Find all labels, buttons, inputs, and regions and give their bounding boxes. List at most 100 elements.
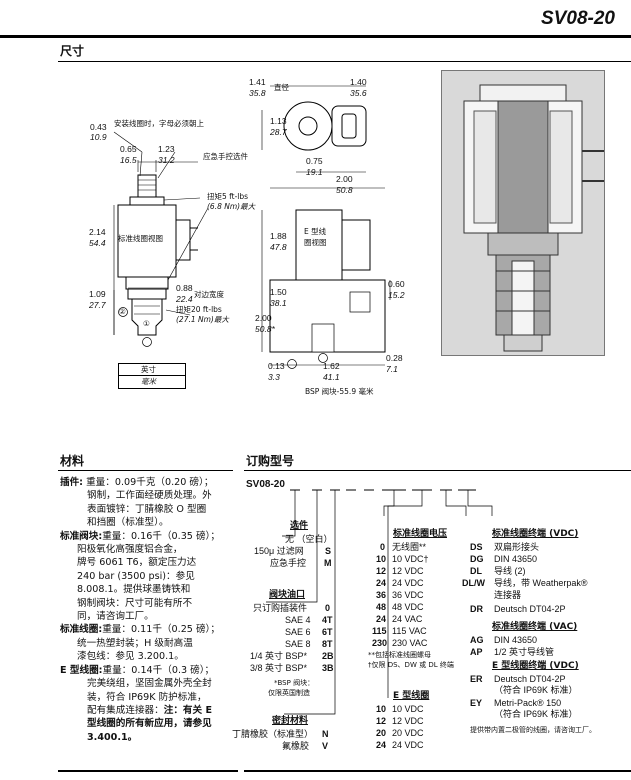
port-cartridge-label: 只订购插装件 — [253, 603, 308, 613]
term-label: DIN 43650 — [494, 554, 538, 564]
torque-5-nm: (6.8 Nm)最大 — [207, 202, 256, 211]
dim-060-in: 0.60 — [388, 279, 405, 289]
voltage-code: 24 — [376, 578, 387, 588]
bsp-block-note: BSP 阀块-55.9 毫米 — [305, 387, 374, 396]
cross-section-svg — [463, 84, 604, 352]
voltage-label: 115 VAC — [392, 626, 427, 636]
material-note: 型线圈的所有新应用，请参见 — [87, 718, 212, 730]
term-code: AP — [470, 647, 483, 657]
port-bsp14-code: 2B — [322, 651, 334, 661]
dim-140-mm: 35.6 — [350, 88, 367, 98]
material-text: 统一热塑封装；H 级耐高温 — [77, 637, 193, 649]
material-text: 同，请咨询工厂。 — [77, 611, 154, 623]
option-manual-code: M — [324, 558, 332, 568]
dim-060-mm: 15.2 — [388, 290, 405, 300]
material-text: 牌号 6061 T6，额定压力达 — [77, 557, 197, 569]
dim-200-mm: 50.8 — [336, 185, 353, 195]
coil-views-drawing — [240, 70, 420, 400]
coil-views-svg — [261, 85, 391, 369]
materials-bottom-rule — [58, 770, 238, 772]
term-label: Deutsch DT04-2P — [494, 604, 566, 614]
material-label-e-coil: E 型线圈: — [60, 664, 103, 676]
diode-note: 提供带内置二极管的线圈，请咨询工厂。 — [470, 726, 596, 734]
option-filter-code: S — [325, 546, 332, 556]
unit-legend: 英寸 毫米 — [118, 363, 186, 389]
cartridge-outline-svg — [113, 131, 209, 347]
term-code: EY — [470, 698, 483, 708]
manual-override-note: 应急手控选件 — [203, 152, 248, 161]
voltage-code: 48 — [376, 602, 387, 612]
dim-214-in: 2.14 — [89, 227, 106, 237]
cross-section-illustration — [441, 70, 605, 356]
dim-113-in: 1.13 — [270, 116, 287, 126]
term-code: DL — [470, 566, 482, 576]
e-coil-code: 24 — [376, 740, 387, 750]
term-label: Deutsch DT04-2P — [494, 674, 566, 684]
seal-viton-code: V — [322, 741, 329, 751]
term-code: ER — [470, 674, 483, 684]
dim-043-in: 0.43 — [90, 122, 107, 132]
material-text: 表面镀锌：丁腈橡胶 O 型圈 — [87, 503, 207, 515]
material-text: 重量：0.16千（0.35 磅）； — [102, 530, 220, 542]
port-sae8-code: 8T — [322, 639, 333, 649]
dim-140-in: 1.40 — [350, 77, 367, 87]
voltage-code: 12 — [376, 566, 387, 576]
material-text: 装，符合 IP69K 防护标准， — [87, 691, 207, 703]
options-title: 选件 — [290, 521, 309, 531]
term-label: 导线，带 Weatherpak® — [494, 578, 588, 588]
option-manual-label: 应急手控 — [270, 558, 307, 568]
ordering-rule — [244, 470, 631, 471]
standard-coil-view-label: 标准线圈视图 — [118, 234, 163, 243]
dim-028-in: 0.28 — [386, 353, 403, 363]
unit-legend-inch: 英寸 — [141, 365, 156, 374]
voltage-code: 230 — [372, 638, 388, 648]
material-text: 重量：0.14千（0.3 磅）； — [102, 664, 215, 676]
port-2-marker: ② — [119, 307, 126, 316]
materials-list: 插件: 重量：0.09千克（0.20 磅）； 钢制，工作面经硬质处理。外 表面镀… — [60, 476, 238, 744]
port-1-marker: ① — [143, 319, 150, 328]
voltage-label: 10 VDC† — [392, 554, 429, 564]
dim-109-in: 1.09 — [89, 289, 106, 299]
material-note: 3.400.1。 — [87, 731, 138, 743]
dim-150-in: 1.50 — [270, 287, 287, 297]
term-code: DS — [470, 542, 483, 552]
ordering-bottom-rule — [244, 770, 631, 772]
voltage-note-1: **包括标准线圈螺母 — [368, 651, 431, 659]
dim-088-in: 0.88 — [176, 283, 193, 293]
materials-rule — [58, 470, 233, 471]
term-code: DR — [470, 604, 483, 614]
voltage-code: 115 — [372, 626, 387, 636]
e-coil-label: 24 VDC — [392, 740, 424, 750]
material-note: 注：有关 E — [163, 704, 213, 716]
dim-043-mm: 10.9 — [90, 132, 107, 142]
voltage-code: 10 — [376, 554, 387, 564]
term-vdc-title: 标准线圈终端 (VDC) — [492, 529, 579, 539]
term-code: DL/W — [462, 578, 485, 588]
term-e-title: E 型线圈终端 (VDC) — [492, 661, 579, 671]
term-code: AG — [470, 635, 484, 645]
e-coil-code: 10 — [376, 704, 387, 714]
e-coil-code: 12 — [376, 716, 387, 726]
voltage-label: 36 VDC — [392, 590, 424, 600]
term-label: 1/2 英寸导线管 — [494, 647, 555, 657]
dim-214-mm: 54.4 — [89, 238, 106, 248]
e-coil-label: 20 VDC — [392, 728, 424, 738]
dim-013-in: 0.13 — [268, 361, 285, 371]
seal-buna-label: 丁腈橡胶（标准型） — [232, 729, 314, 739]
option-filter-label: 150μ 过滤网 — [254, 546, 304, 556]
port-sae4-label: SAE 4 — [285, 615, 311, 625]
dim-200b-in: 2.00 — [255, 313, 272, 323]
diameter-label: 直径 — [274, 83, 289, 92]
material-text: 重量：0.11千（0.25 磅）； — [102, 624, 220, 636]
torque-20-label: 扭矩20 ft-lbs — [176, 305, 222, 314]
port-sae6-label: SAE 6 — [285, 627, 311, 637]
voltage-code: 0 — [380, 542, 386, 552]
dim-162-mm: 41.1 — [323, 372, 340, 382]
dim-141-mm: 35.8 — [249, 88, 266, 98]
voltage-note-2: †仅限 DS、DW 或 DL 终端 — [368, 661, 454, 669]
e-coil-label: 12 VDC — [392, 716, 424, 726]
material-text: 配有集成连接器： — [87, 704, 164, 716]
e-coil-view-label-1: E 型线 — [304, 227, 327, 236]
seal-buna-code: N — [322, 729, 329, 739]
dim-200-in: 2.00 — [336, 174, 353, 184]
